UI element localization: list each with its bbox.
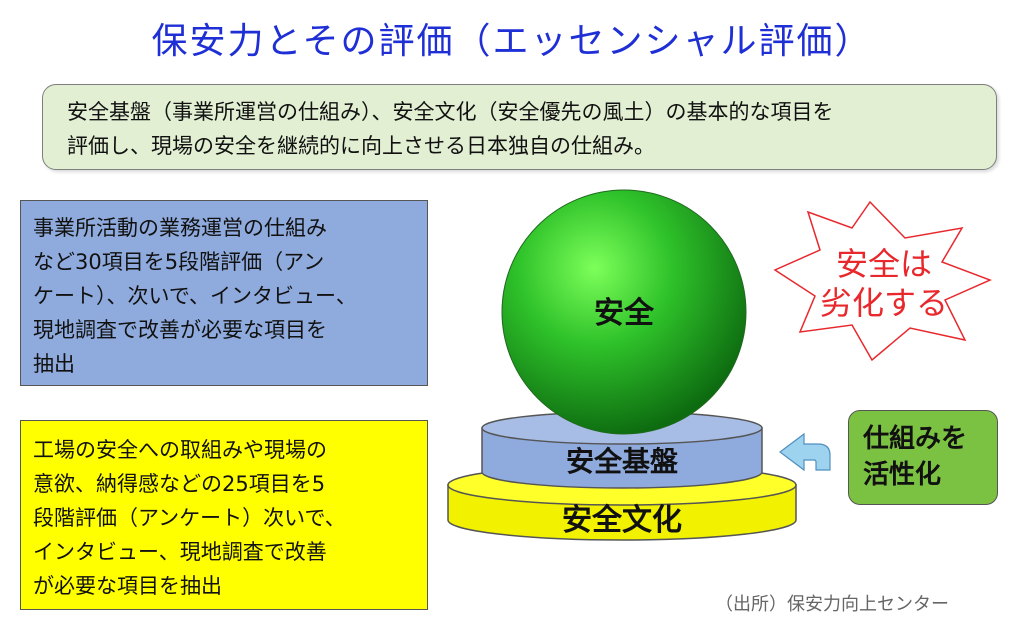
foundation-label: 安全基盤: [566, 445, 679, 478]
summary-box: 安全基盤（事業所運営の仕組み）、安全文化（安全優先の風土）の基本的な項目を 評価…: [42, 84, 997, 170]
foundation-line: など30項目を5段階評価（アン: [33, 250, 325, 274]
culture-line: が必要な項目を抽出: [33, 574, 222, 598]
culture-description-box: 工場の安全への取組みや現場の 意欲、納得感などの25項目を5 段階評価（アンケー…: [20, 420, 428, 610]
activate-line: 仕組みを: [863, 424, 968, 454]
culture-label: 安全文化: [562, 503, 682, 538]
source-note: （出所）保安力向上センター: [715, 594, 949, 615]
culture-line: 工場の安全への取組みや現場の: [33, 438, 327, 462]
page-title: 保安力とその評価（エッセンシャル評価）: [151, 21, 873, 62]
foundation-line: ケート）、次いで、インタビュー、: [33, 284, 357, 308]
summary-line: 安全基盤（事業所運営の仕組み）、安全文化（安全優先の風土）の基本的な項目を: [67, 100, 834, 124]
warning-line: 劣化する: [820, 284, 948, 322]
sphere-label: 安全: [594, 296, 655, 331]
foundation-line: 現地調査で改善が必要な項目を: [33, 318, 327, 342]
foundation-line: 抽出: [33, 352, 75, 376]
culture-line: 意欲、納得感などの25項目を5: [33, 472, 326, 496]
summary-line: 評価し、現場の安全を継続的に向上させる日本独自の仕組み。: [67, 134, 655, 158]
culture-line: インタビュー、現地調査で改善: [33, 540, 327, 564]
activate-line: 活性化: [863, 460, 942, 490]
foundation-line: 事業所活動の業務運営の仕組み: [33, 216, 327, 240]
curved-arrow-icon: [779, 432, 831, 472]
foundation-description-box: 事業所活動の業務運営の仕組み など30項目を5段階評価（アン ケート）、次いで、…: [20, 200, 428, 386]
safety-sphere: [501, 189, 747, 435]
culture-line: 段階評価（アンケート）次いで、: [33, 506, 346, 530]
warning-line: 安全は: [836, 245, 932, 283]
star-burst-icon: [773, 200, 992, 362]
activate-box: 仕組みを 活性化: [848, 410, 998, 505]
